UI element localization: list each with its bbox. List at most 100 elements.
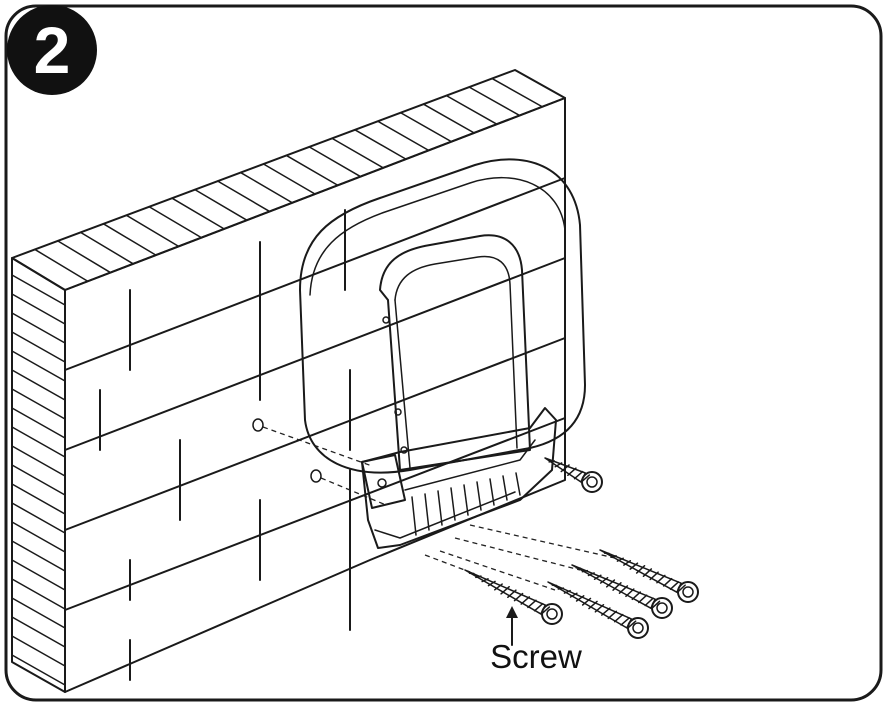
folding-seat: [299, 158, 586, 549]
guide-line: [320, 477, 387, 506]
screw-thread: [594, 603, 605, 613]
screw-thread: [581, 597, 592, 606]
hatch-line: [79, 231, 134, 265]
hatch-line: [11, 293, 66, 325]
screw-icon: [571, 564, 673, 619]
screw-thread: [567, 467, 577, 477]
wall-hatching: [11, 77, 544, 686]
screw-thread: [507, 589, 517, 599]
screw-thread: [588, 600, 598, 610]
hatch-line: [239, 171, 294, 204]
screw-thread: [513, 592, 524, 602]
mortar-line: [64, 417, 566, 611]
step-badge-circle-icon: [7, 5, 97, 95]
hatch-line: [11, 502, 66, 534]
hatch-line: [11, 388, 66, 420]
hatch-line: [217, 180, 271, 213]
hatch-line: [11, 464, 66, 496]
screw-thread: [560, 464, 570, 473]
frame-border: [4, 4, 883, 702]
screw-head: [541, 603, 563, 625]
screw-head: [581, 471, 603, 493]
hatch-line: [262, 163, 316, 195]
hatch-line: [399, 111, 453, 143]
screw-thread: [629, 562, 639, 570]
bracket-rib: [411, 496, 417, 536]
screw-thread: [481, 578, 489, 583]
hatch-line: [422, 103, 475, 134]
callout-arrow-head-icon: [506, 606, 518, 618]
screw-thread: [669, 581, 680, 590]
hatch-line: [377, 120, 430, 152]
hatch-line: [331, 137, 384, 169]
mortar-line: [64, 177, 566, 371]
screw-thread: [649, 571, 659, 581]
hatch-line: [11, 445, 66, 477]
hatch-line: [34, 248, 89, 283]
hatch-line: [11, 331, 66, 363]
mortar-line: [64, 337, 566, 531]
bracket-rib: [437, 490, 443, 526]
guide-line: [469, 524, 616, 559]
screw-thread: [554, 462, 563, 468]
screws: [464, 457, 699, 639]
rivet-icon: [382, 316, 390, 324]
screw-icon: [544, 457, 603, 493]
bracket-hole-icon: [377, 478, 387, 488]
hatch-line: [11, 635, 66, 667]
screw-thread: [487, 580, 496, 587]
screw-callout: Screw: [490, 606, 582, 675]
seat-frame-inner: [394, 255, 518, 449]
screw-thread: [494, 583, 503, 591]
hatch-line: [171, 197, 225, 230]
screw-thread: [610, 555, 617, 558]
mounting-bracket: [361, 407, 557, 549]
drill-holes: [252, 418, 322, 483]
screw-icon: [547, 581, 649, 639]
hatch-line: [11, 483, 66, 515]
screw-thread: [607, 610, 618, 620]
wall-brick-lines: [64, 177, 566, 681]
screw-thread: [638, 594, 648, 604]
hatch-line: [148, 205, 203, 239]
seat-frame-arm: [379, 234, 531, 471]
screw-thread: [642, 568, 653, 578]
screw-thread: [616, 557, 624, 562]
hatch-line: [11, 274, 66, 306]
step-badge: 2: [7, 5, 97, 95]
screw-thread: [475, 575, 482, 579]
hatch-line: [194, 188, 248, 221]
hatch-line: [11, 426, 66, 458]
screw-thread: [548, 460, 555, 463]
hatch-line: [11, 350, 66, 382]
hatch-line: [11, 407, 66, 439]
alignment-guides: [262, 426, 616, 591]
screw-head-center: [656, 602, 668, 614]
screw-thread: [581, 569, 589, 573]
screw-thread: [605, 579, 616, 588]
drill-hole: [252, 418, 264, 432]
bracket-end-block: [361, 454, 406, 509]
bracket-rib: [463, 484, 469, 516]
hatch-line: [11, 540, 66, 572]
hatch-line: [491, 77, 544, 108]
bracket-lip: [404, 439, 536, 491]
screw-thread: [656, 574, 666, 584]
screw-thread: [644, 597, 654, 607]
hatch-line: [285, 154, 339, 187]
screw-thread: [599, 576, 609, 584]
screw-head: [651, 597, 673, 619]
hatch-line: [11, 654, 66, 686]
screw-thread: [520, 596, 531, 605]
bracket-rib: [476, 481, 482, 511]
hatch-line: [11, 559, 66, 591]
screw-thread: [527, 599, 537, 609]
hatch-line: [354, 129, 407, 160]
hatch-line: [468, 86, 521, 117]
screw-head: [677, 581, 699, 603]
step-number: 2: [34, 13, 71, 87]
mortar-line: [64, 257, 566, 451]
screw-thread: [601, 607, 611, 616]
screw-thread: [631, 591, 641, 601]
bracket-lower-lip: [374, 491, 516, 539]
